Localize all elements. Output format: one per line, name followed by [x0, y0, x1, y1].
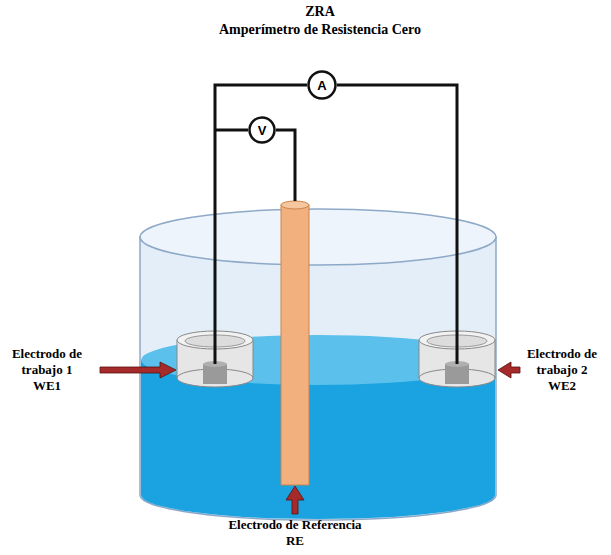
electrode-label: Electrodo de Referencia RE — [222, 517, 368, 549]
voltmeter-symbol: V — [248, 116, 276, 144]
ammeter-symbol: A — [307, 70, 337, 100]
meter-title: ZRA — [200, 4, 440, 20]
electrode-label: Electrodo de trabajo 2 WE2 — [523, 346, 601, 394]
meter-letter: A — [317, 78, 326, 93]
electrode-label: Electrodo de trabajo 1 WE1 — [8, 346, 86, 394]
meter-letter: V — [258, 123, 267, 138]
meter-name: Amperímetro de Resistencia Cero — [160, 22, 480, 38]
